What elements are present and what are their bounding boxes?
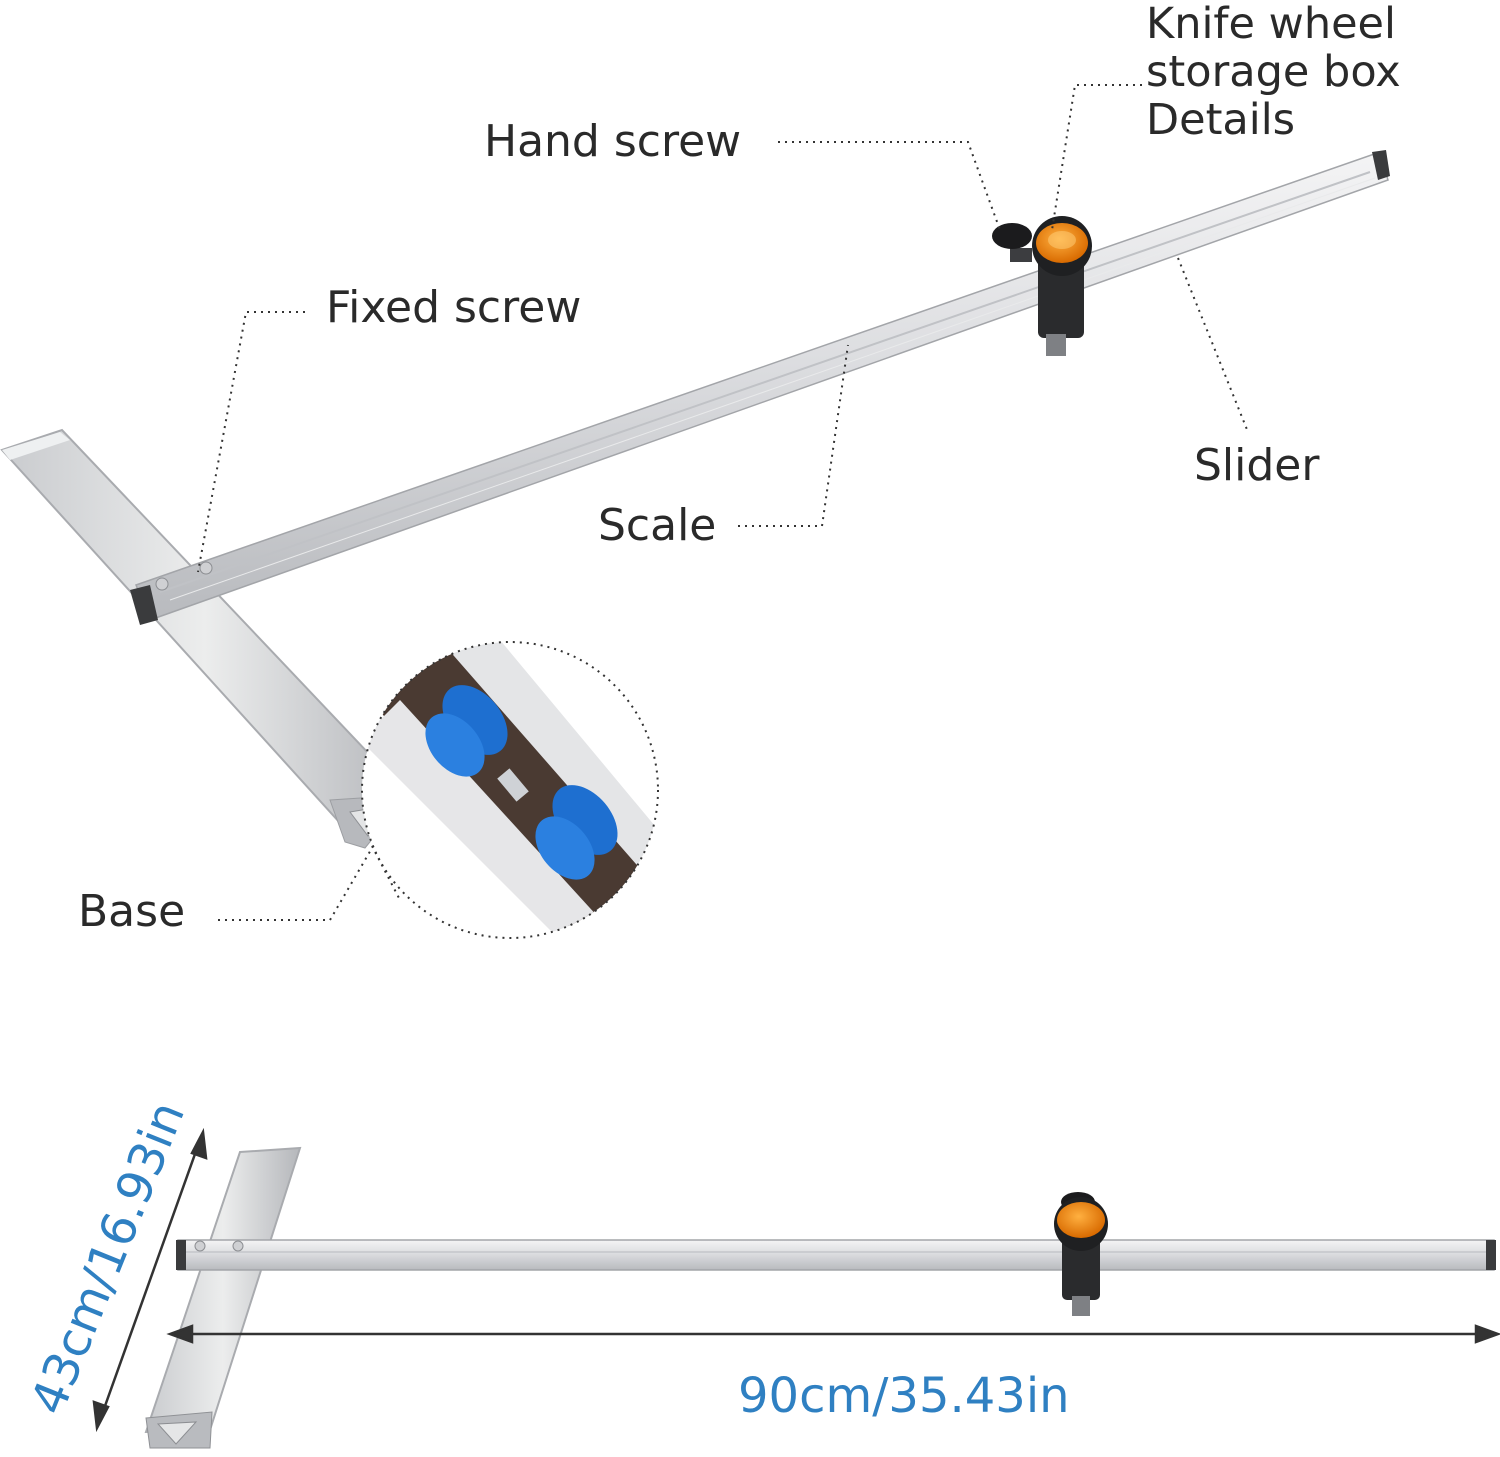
label-knife-wheel-line2: storage box bbox=[1146, 47, 1401, 97]
bottom-base-bar bbox=[144, 1146, 302, 1449]
label-scale: Scale bbox=[598, 500, 717, 551]
bottom-slider-assembly bbox=[1054, 1192, 1108, 1316]
label-knife-wheel-line1: Knife wheel bbox=[1146, 0, 1396, 49]
dimension-arrows bbox=[92, 1127, 1500, 1433]
wheel-detail-zoom bbox=[361, 641, 659, 939]
label-hand-screw: Hand screw bbox=[484, 116, 742, 167]
base-bar bbox=[0, 428, 410, 849]
label-slider: Slider bbox=[1194, 440, 1320, 491]
slider-assembly bbox=[992, 216, 1092, 356]
dimension-width: 90cm/35.43in bbox=[738, 1368, 1070, 1424]
leader-lines bbox=[197, 84, 1249, 921]
bottom-scale-bar bbox=[176, 1239, 1496, 1271]
scale-bar bbox=[130, 150, 1390, 625]
label-knife-wheel-line3: Details bbox=[1146, 95, 1296, 145]
label-base: Base bbox=[78, 886, 186, 937]
label-fixed-screw: Fixed screw bbox=[326, 282, 582, 333]
label-knife-wheel-storage-box: Knife wheel storage box Details bbox=[1146, 0, 1401, 144]
